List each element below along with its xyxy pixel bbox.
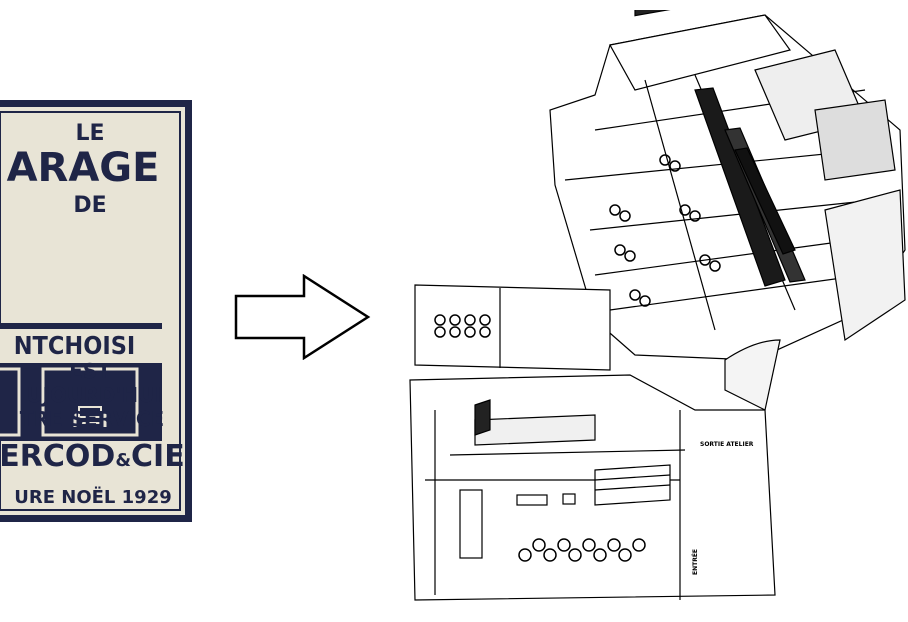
poster-frame <box>0 111 181 511</box>
poster-banner: NTCHOISI <box>0 323 162 441</box>
workshop-exit-label: SORTIE ATELIER <box>700 441 754 448</box>
vintage-poster: LE ARAGE DE NTCHOISI EST UJOURD'HUI TRE … <box>0 100 192 522</box>
poster-line-montchoisi: NTCHOISI <box>13 331 136 360</box>
poster-line-votre-service: TRE SERVICE <box>19 407 165 431</box>
poster-line-aujourdhui: UJOURD'HUI <box>26 383 162 407</box>
poster-line-de: DE <box>73 193 107 218</box>
poster-line-est: EST <box>69 359 111 383</box>
poster-banner-band <box>0 329 162 363</box>
isometric-floor-plan: SORTIE ATELIER ENTRÉE <box>409 10 906 601</box>
poster-line-le: LE <box>75 121 105 146</box>
poster-line-date: URE NOËL 1929 <box>14 487 172 508</box>
poster-line-company: ERCOD&CIE <box>0 439 185 474</box>
garage-doors-icon <box>0 367 139 437</box>
poster-ampersand: & <box>115 450 132 471</box>
poster-company-cie: CIE <box>131 439 185 474</box>
poster-company-name: ERCOD <box>0 439 116 474</box>
entrance-label: ENTRÉE <box>691 549 699 575</box>
right-arrow-outline-icon <box>234 274 371 360</box>
poster-line-garage: ARAGE <box>6 145 160 191</box>
